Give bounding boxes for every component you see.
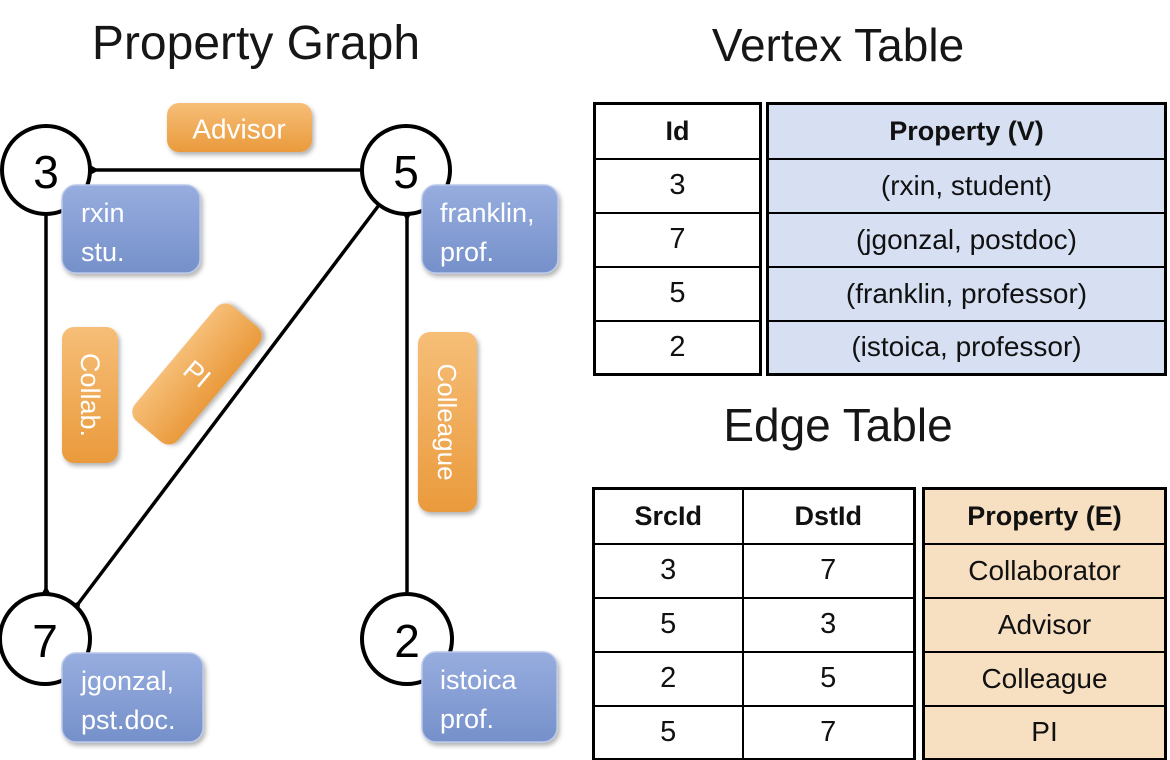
edge-label-collab: Collab. [62,327,118,463]
node-label-istoica: istoica prof. [421,651,558,743]
edge-dstid-cell: 7 [741,542,916,599]
edge-label-colleague-text: Colleague [432,363,462,480]
edge-srcid-header: SrcId [592,487,744,545]
node-label-istoica-line2: prof. [440,704,494,734]
node-label-franklin: franklin, prof. [421,184,559,274]
node-label-rxin-line1: rxin [81,198,125,228]
table-row: 3 7 [592,542,916,599]
node-label-istoica-line1: istoica [440,665,518,695]
node-id-5: 5 [393,146,419,198]
edge-dstid-cell: 7 [741,704,916,760]
edge-srcid-cell: 3 [592,542,744,599]
table-row: 3 [593,157,762,214]
node-label-jgonzal: jgonzal, pst.doc. [61,652,204,743]
edge-srcid-cell: 5 [592,596,744,653]
edge-property-cell: Colleague [922,650,1167,707]
table-row: Id [593,102,762,160]
edge-table-property-column: Property (E) Collaborator Advisor Collea… [922,487,1167,760]
edge-dstid-cell: 3 [741,596,916,653]
table-row: Property (E) [922,487,1167,545]
edge-srcid-cell: 5 [592,704,744,760]
table-row: 2 5 [592,650,916,707]
vertex-property-cell: (rxin, student) [766,157,1167,214]
vertex-id-cell: 5 [593,265,762,322]
property-graph-diagram: 3 5 7 2 Advisor Collab. PI Colleague rxi… [0,103,559,743]
table-row: 5 7 [592,704,916,760]
table-row: Advisor [922,596,1167,653]
node-id-7: 7 [32,615,58,667]
edge-property-header: Property (E) [922,487,1167,545]
edge-property-cell: PI [922,704,1167,760]
edge-pi-5-to-7 [59,203,381,625]
vertex-property-header: Property (V) [766,102,1167,160]
vertex-property-cell: (franklin, professor) [766,265,1167,322]
edge-label-collab-text: Collab. [75,353,105,437]
vertex-id-cell: 7 [593,211,762,268]
vertex-property-cell: (istoica, professor) [766,319,1167,376]
edge-label-advisor: Advisor [167,103,312,152]
table-row: 5 [593,265,762,322]
vertex-property-cell: (jgonzal, postdoc) [766,211,1167,268]
edge-dstid-header: DstId [741,487,916,545]
edge-label-advisor-text: Advisor [192,114,285,145]
node-label-franklin-line2: prof. [440,237,494,267]
table-row: (franklin, professor) [766,265,1167,322]
table-row: Colleague [922,650,1167,707]
edge-label-pi: PI [132,303,262,445]
table-row: 7 [593,211,762,268]
node-label-franklin-line1: franklin, [440,198,535,228]
vertex-table-property-column: Property (V) (rxin, student) (jgonzal, p… [766,102,1167,376]
vertex-id-cell: 3 [593,157,762,214]
node-label-jgonzal-line2: pst.doc. [81,705,176,735]
edge-property-cell: Collaborator [922,542,1167,599]
edge-label-colleague: Colleague [418,332,477,512]
edge-srcid-cell: 2 [592,650,744,707]
node-label-jgonzal-line1: jgonzal, [80,666,174,696]
table-row: SrcId DstId [592,487,916,545]
table-row: (jgonzal, postdoc) [766,211,1167,268]
vertex-table-title: Vertex Table [711,19,965,71]
vertex-table-id-column: Id 3 7 5 2 [593,102,762,376]
vertex-id-header: Id [593,102,762,160]
table-row: Collaborator [922,542,1167,599]
edge-table-id-columns: SrcId DstId 3 7 5 3 2 5 5 7 [592,487,916,760]
vertex-id-cell: 2 [593,319,762,376]
node-label-rxin-line2: stu. [81,237,125,267]
edge-table-title: Edge Table [723,399,953,451]
table-row: (rxin, student) [766,157,1167,214]
edge-dstid-cell: 5 [741,650,916,707]
table-row: (istoica, professor) [766,319,1167,376]
node-label-rxin: rxin stu. [61,184,201,274]
table-row: 2 [593,319,762,376]
edge-property-cell: Advisor [922,596,1167,653]
property-graph-title: Property Graph [91,17,421,70]
table-row: Property (V) [766,102,1167,160]
node-id-2: 2 [394,615,420,667]
table-row: PI [922,704,1167,760]
node-id-3: 3 [33,146,59,198]
table-row: 5 3 [592,596,916,653]
